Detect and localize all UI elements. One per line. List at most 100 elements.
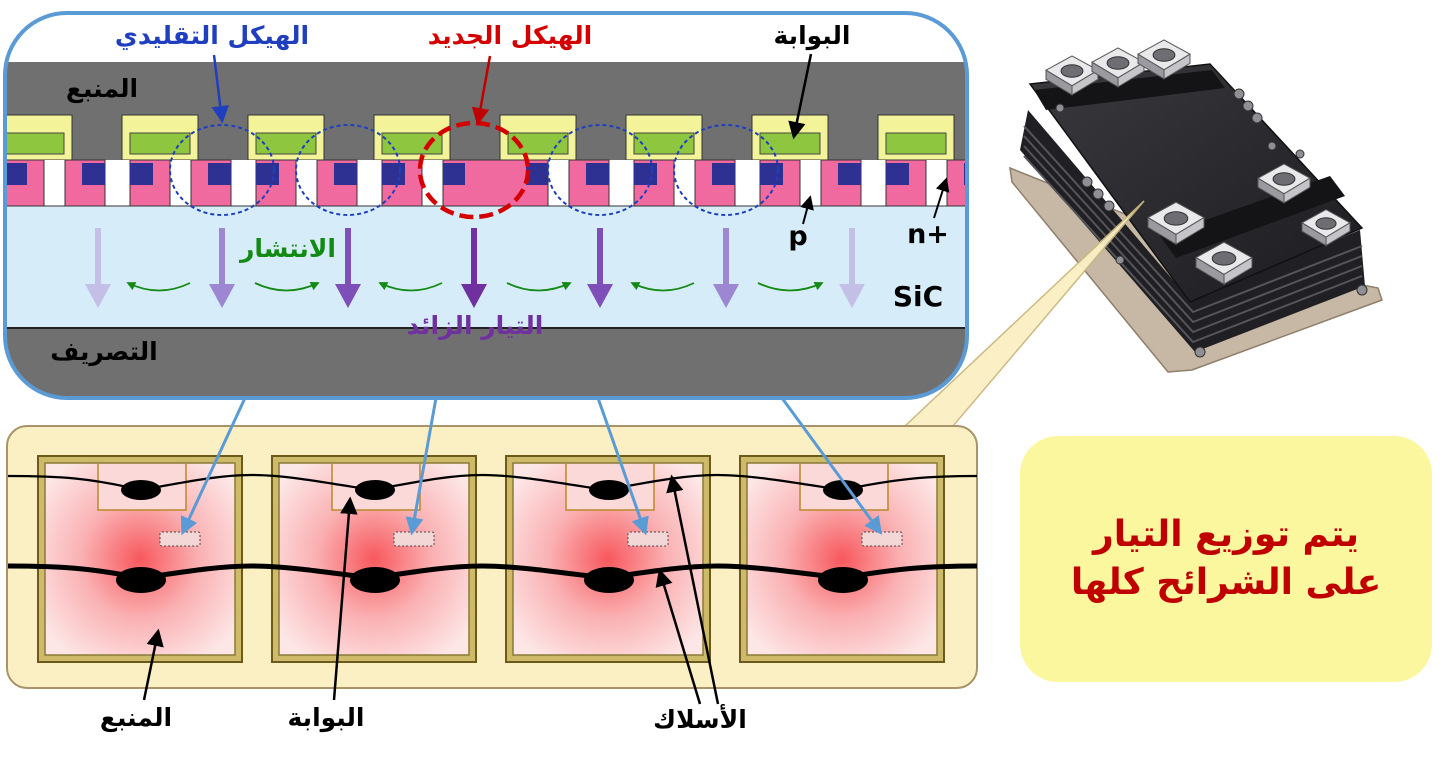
source-bond-pad: [584, 567, 634, 593]
new-structure-label: الهيكل الجديد: [428, 21, 592, 51]
n-plus-region: [208, 163, 231, 185]
n-plus-region: [82, 163, 105, 185]
n-plus-region: [886, 163, 909, 185]
current-flow-arrow: [713, 228, 739, 308]
chip-cell-window: [159, 531, 201, 547]
n-plus-region: [334, 163, 357, 185]
caption-box: يتم توزيع التيار على الشرائح كلها: [1020, 436, 1432, 682]
gate-pointer-bottom: [332, 496, 358, 701]
n-plus-region: [838, 163, 861, 185]
caption-line-2: على الشرائح كلها: [1070, 562, 1382, 603]
p-region-label: p: [788, 221, 807, 252]
diffusion-arrow: [378, 282, 443, 292]
module-terminal-hole: [1060, 64, 1084, 78]
n-plus-region-pointer: [933, 177, 950, 219]
n-plus-region: [5, 163, 27, 185]
module-terminal: [1071, 69, 1099, 96]
gate-label-bottom: البوابة: [288, 703, 365, 733]
chip-cell-window: [861, 531, 903, 547]
power-module-image: [1009, 39, 1383, 373]
gate-electrode: [5, 132, 65, 155]
diffusion-arrow: [757, 281, 824, 292]
gate-electrode: [507, 132, 569, 155]
source-label-top: المنبع: [66, 74, 138, 104]
n-plus-region: [760, 163, 783, 185]
n-plus-region: [256, 163, 279, 185]
module-terminal-hole: [1315, 217, 1337, 230]
n-plus-region: [526, 163, 548, 185]
n-plus-region: [586, 163, 609, 185]
source-bond-pad: [350, 567, 400, 593]
surplus-current-label: التيار الزائد: [407, 311, 544, 341]
source-pointer-bottom: [142, 628, 164, 701]
zoom-connector-line: [405, 397, 438, 536]
module-terminal: [1283, 177, 1311, 204]
drain-electrode: [5, 328, 967, 398]
current-flow-arrow: [839, 228, 865, 308]
n-plus-region: [382, 163, 405, 185]
n-plus-region: [634, 163, 657, 185]
gate-bond-pad: [121, 480, 161, 500]
p-region-pointer: [800, 195, 814, 225]
zoom-connector-line: [180, 397, 247, 536]
current-flow-arrow: [209, 228, 235, 308]
module-terminal-hole: [1106, 56, 1130, 70]
wires-label: الأسلاك: [653, 704, 747, 734]
gate-bond-pad: [355, 480, 395, 500]
current-flow-arrow: [587, 228, 613, 308]
conventional-cell-outline: [169, 124, 275, 216]
n-plus-region: [443, 163, 465, 185]
diffusion-arrow: [126, 282, 191, 292]
diffusion-label: الانتشار: [238, 234, 336, 263]
gate-electrode: [129, 132, 191, 155]
module-terminal: [1163, 53, 1191, 80]
module-terminal-hole: [1163, 211, 1189, 226]
gate-electrode: [255, 132, 317, 155]
module-terminal-hole: [1152, 48, 1176, 62]
conventional-cell-outline: [547, 124, 653, 216]
module-terminal: [1223, 256, 1253, 286]
n-plus-region: [712, 163, 735, 185]
module-terminal-hole: [1211, 251, 1237, 266]
wires-pointer-lower: [655, 568, 702, 705]
conventional-cell-outline: [295, 124, 401, 216]
source-label-bottom: المنبع: [100, 703, 172, 733]
sic-label: SiC: [893, 280, 943, 313]
module-terminal: [1117, 61, 1145, 88]
gate-electrode: [633, 132, 695, 155]
gate-electrode: [885, 132, 947, 155]
module-terminal: [1325, 221, 1351, 247]
new-structure-pointer: [471, 55, 492, 126]
module-terminal-hole: [1272, 172, 1296, 186]
zoom-connector-line: [596, 397, 649, 536]
sic-drift-region: [5, 206, 967, 330]
n-plus-region-label: n+: [907, 219, 949, 250]
cross-section-panel: [5, 13, 967, 398]
module-terminal: [1175, 216, 1205, 246]
source-bond-pad: [116, 567, 166, 593]
chip-layout-panel: [6, 425, 978, 689]
current-flow-arrow: [461, 228, 487, 308]
conventional-cell-outline: [673, 124, 779, 216]
diffusion-arrow: [630, 282, 695, 292]
new-cell-outline: [417, 120, 531, 220]
zoom-connector-line: [780, 397, 883, 535]
source-bond-pad: [818, 567, 868, 593]
wires-pointer-upper: [666, 474, 720, 705]
conventional-pointer: [211, 54, 229, 124]
gate-bond-pad: [589, 480, 629, 500]
drain-label: التصريف: [50, 337, 158, 367]
chip-cell-window: [627, 531, 669, 547]
conventional-structure-label: الهيكل التقليدي: [115, 21, 309, 51]
chip-cell-window: [393, 531, 435, 547]
gate-label-top: البوابة: [774, 21, 851, 51]
diffusion-arrow: [254, 282, 320, 292]
gate-pointer-top: [788, 53, 813, 140]
n-plus-region: [130, 163, 153, 185]
caption-line-1: يتم توزيع التيار: [1093, 514, 1359, 555]
cross-section-frame: [3, 11, 969, 400]
current-flow-arrow: [335, 228, 361, 308]
diffusion-arrow: [506, 282, 572, 292]
